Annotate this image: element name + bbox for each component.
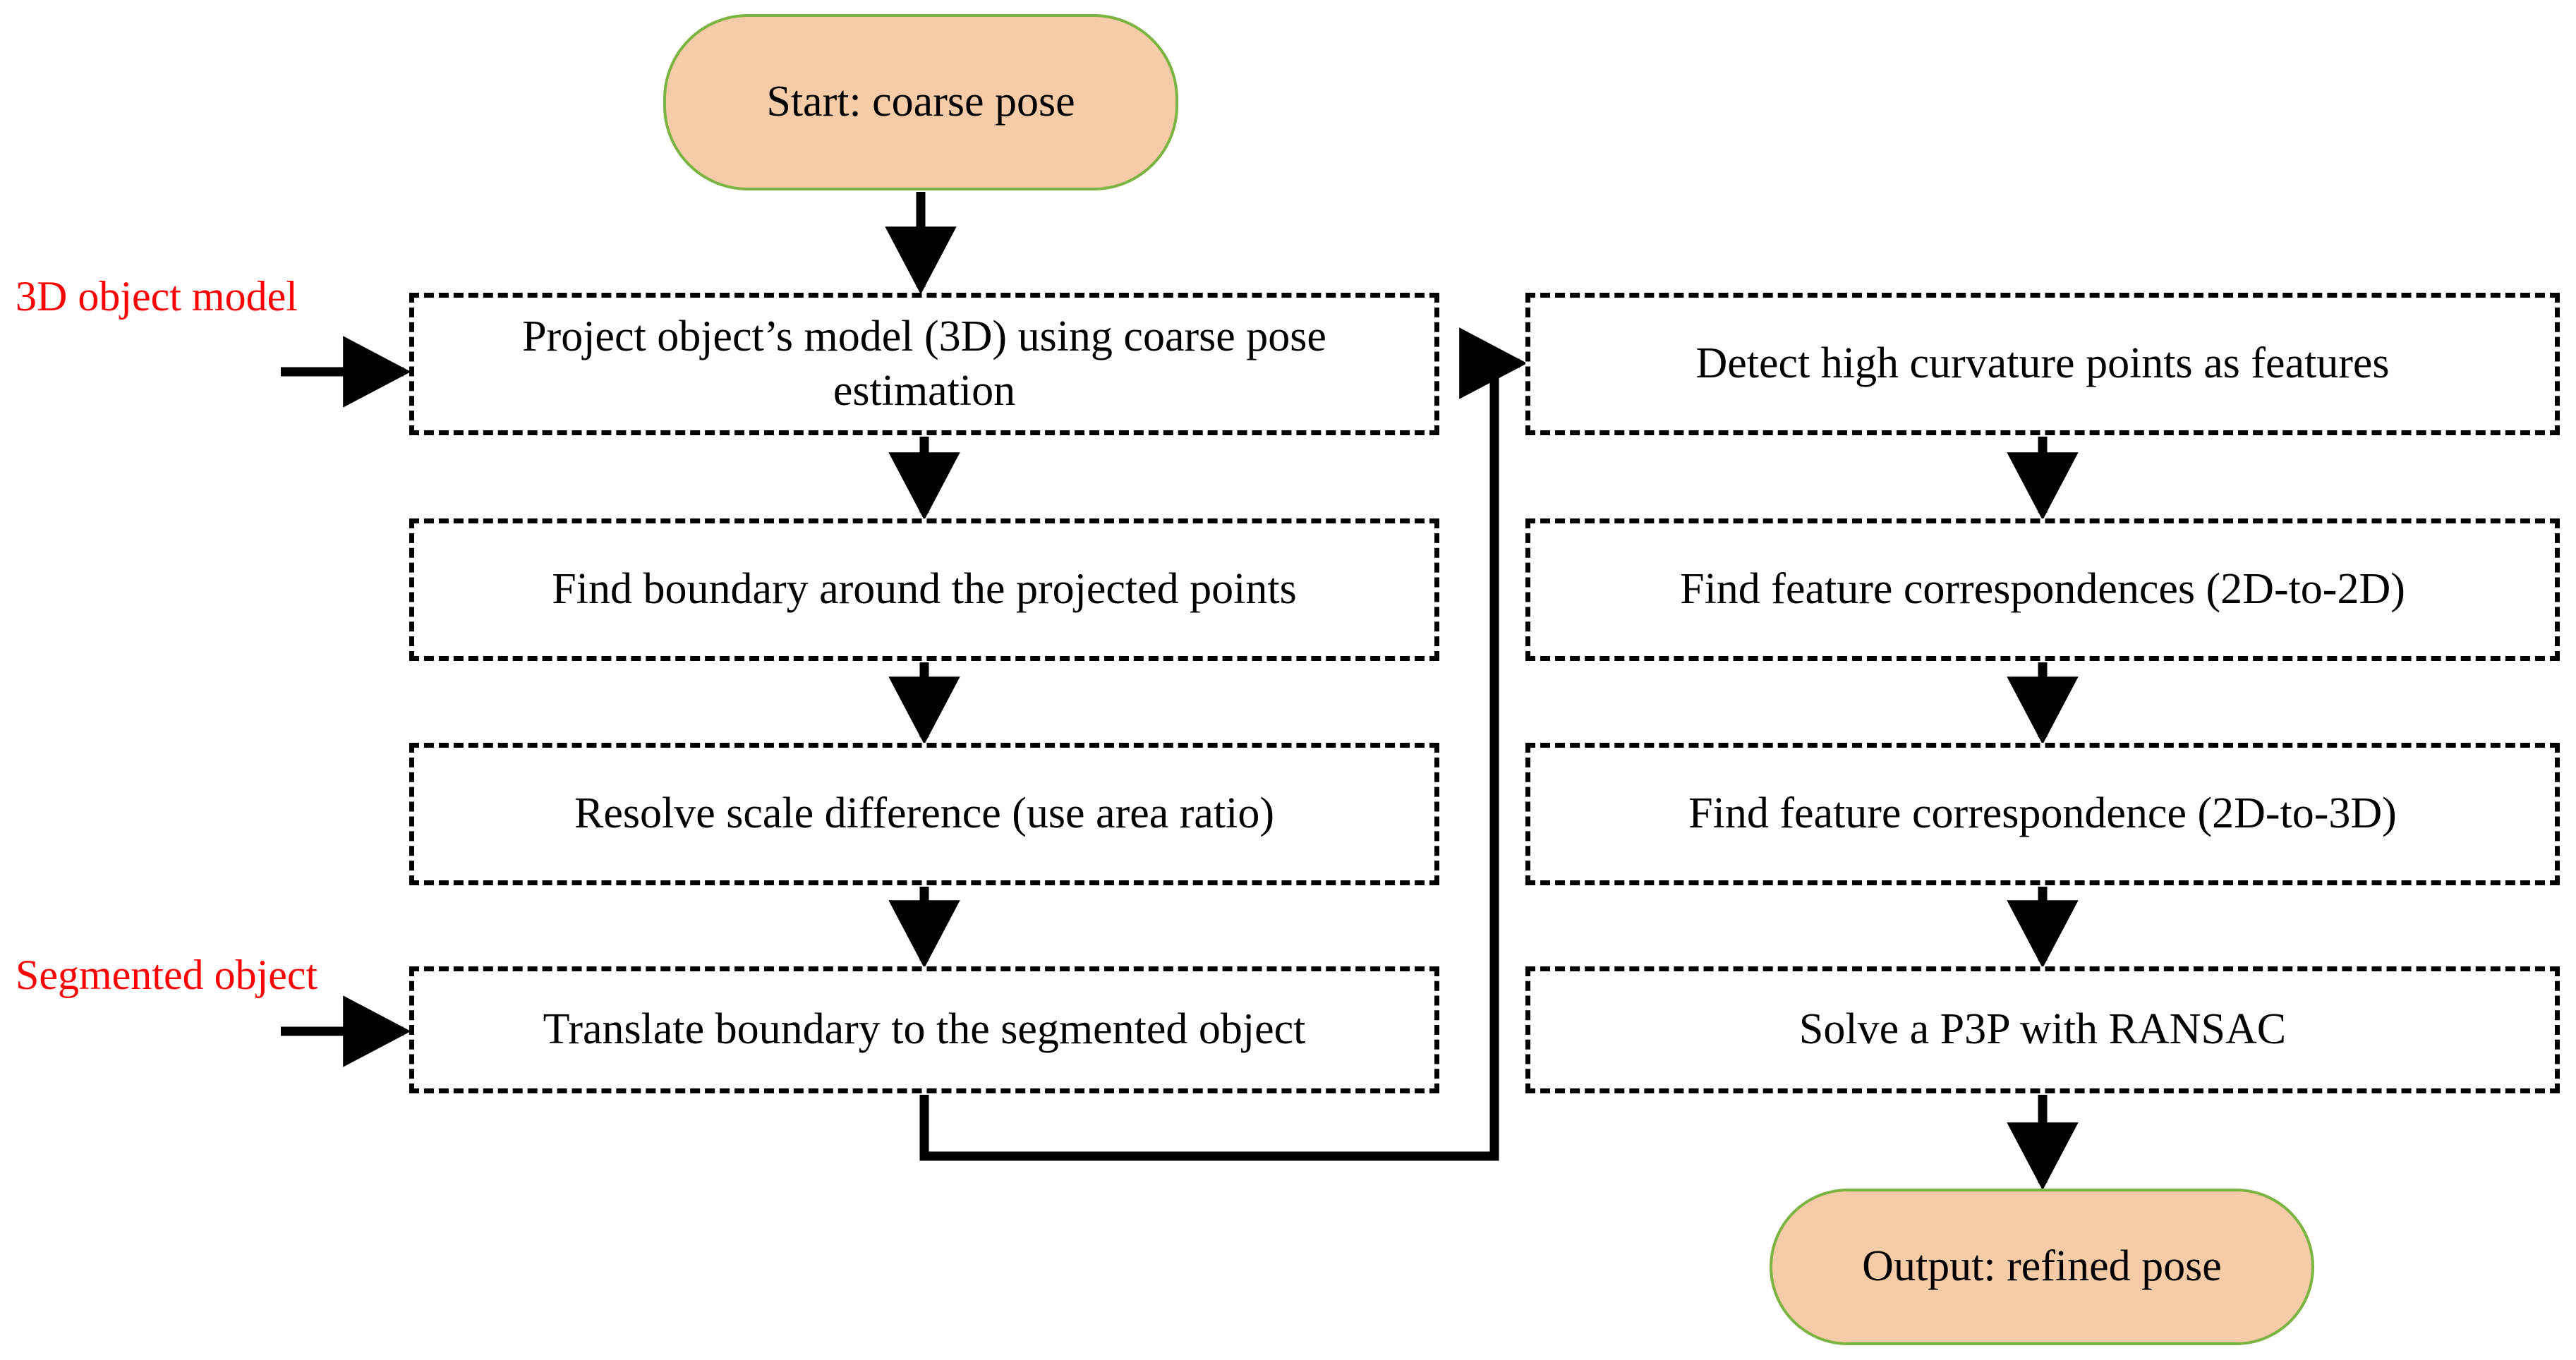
start-node-label: Start: coarse pose [766,78,1075,126]
process-label-line1: Find feature correspondence (2D-to-3D) [1688,789,2397,838]
process-label-line1: Solve a P3P with RANSAC [1798,1005,2287,1054]
process-label-line2: estimation [833,367,1016,415]
input-label-3d-object-model: 3D object model [16,275,298,317]
process-box-correspondence-2d-3d[interactable]: Find feature correspondence (2D-to-3D) [1525,743,2560,885]
input-label-text: Segmented object [16,952,318,998]
process-box-detect-curvature[interactable]: Detect high curvature points as features [1525,293,2560,435]
process-label-line1: Project object’s model (3D) using coarse… [522,312,1326,360]
start-node[interactable]: Start: coarse pose [663,14,1178,190]
process-box-correspondences-2d-2d[interactable]: Find feature correspondences (2D-to-2D) [1525,518,2560,661]
input-label-text: 3D object model [16,273,298,320]
process-box-resolve-scale[interactable]: Resolve scale difference (use area ratio… [409,743,1439,885]
output-node-label: Output: refined pose [1862,1242,2222,1291]
output-node[interactable]: Output: refined pose [1770,1189,2314,1345]
process-label-line1: Resolve scale difference (use area ratio… [574,789,1275,838]
process-box-translate-boundary[interactable]: Translate boundary to the segmented obje… [409,966,1439,1093]
process-box-solve-p3p-ransac[interactable]: Solve a P3P with RANSAC [1525,966,2560,1093]
process-label-line1: Find boundary around the projected point… [552,565,1297,614]
input-label-segmented-object: Segmented object [16,954,318,996]
process-box-find-boundary[interactable]: Find boundary around the projected point… [409,518,1439,661]
process-box-project-model[interactable]: Project object’s model (3D) using coarse… [409,293,1439,435]
process-label-line1: Translate boundary to the segmented obje… [543,1005,1306,1054]
process-label-line1: Find feature correspondences (2D-to-2D) [1680,565,2405,614]
process-label-line1: Detect high curvature points as features [1695,339,2390,388]
